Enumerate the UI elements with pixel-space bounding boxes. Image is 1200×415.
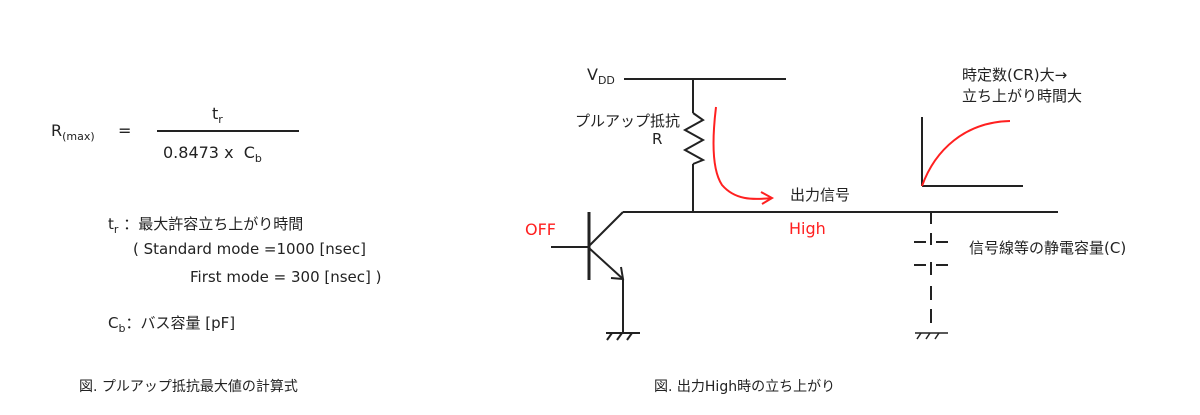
formula-equals: = — [118, 121, 132, 140]
cb-symbol: C — [108, 314, 119, 332]
vdd-label: VDD — [587, 65, 615, 87]
formula-lhs-subscript: (max) — [62, 130, 95, 143]
formula-denominator: 0.8473 x Cb — [163, 143, 262, 165]
denominator-subscript: b — [254, 152, 262, 165]
time-constant-note-line2: 立ち上がり時間大 — [962, 87, 1083, 105]
pullup-label: プルアップ抵抗 — [575, 112, 681, 130]
output-signal-label: 出力信号 — [790, 186, 851, 204]
cb-subscript: b — [118, 322, 126, 335]
denominator-symbol: C — [243, 143, 255, 162]
tr-description: ：最大許容立ち上がり時間 — [123, 215, 304, 233]
off-label: OFF — [525, 220, 556, 239]
resistor-zigzag-icon — [682, 112, 706, 165]
fraction-bar — [157, 130, 299, 132]
formula-lhs-symbol: R — [51, 121, 63, 140]
tr-symbol: t — [108, 215, 114, 233]
capacitance-label: 信号線等の静電容量(C) — [969, 239, 1127, 257]
numerator-subscript: r — [218, 113, 223, 126]
left-caption: 図. プルアップ抵抗最大値の計算式 — [79, 379, 298, 395]
standard-mode-line: ( Standard mode =1000 [nsec] — [133, 240, 366, 258]
tr-definition: tr ：最大許容立ち上がり時間 — [108, 213, 304, 236]
formula-numerator: tr — [212, 104, 223, 126]
numerator-symbol: t — [212, 104, 219, 123]
first-mode-line: First mode = 300 [nsec] ) — [190, 268, 382, 286]
denominator-coefficient: 0.8473 x — [163, 143, 234, 162]
tr-subscript: r — [113, 223, 119, 236]
transistor-collector — [588, 211, 624, 247]
vdd-subscript: DD — [597, 74, 615, 87]
rise-curve — [921, 120, 1011, 187]
vdd-symbol: V — [587, 65, 598, 84]
resistor-r-label: R — [652, 130, 663, 148]
capacitor-dashed-icon — [914, 212, 948, 323]
transistor-emitter — [588, 247, 624, 280]
cb-definition: Cb：バス容量 [pF] — [108, 312, 236, 335]
high-label: High — [789, 219, 826, 238]
right-caption: 図. 出力High時の立ち上がり — [654, 379, 836, 395]
cb-description: ：バス容量 [pF] — [125, 314, 236, 332]
current-arrowhead-icon — [760, 191, 775, 205]
time-constant-note-line1: 時定数(CR)大→ — [962, 66, 1068, 84]
current-flow-arrow — [712, 106, 773, 200]
formula-lhs: R(max) — [51, 121, 95, 143]
